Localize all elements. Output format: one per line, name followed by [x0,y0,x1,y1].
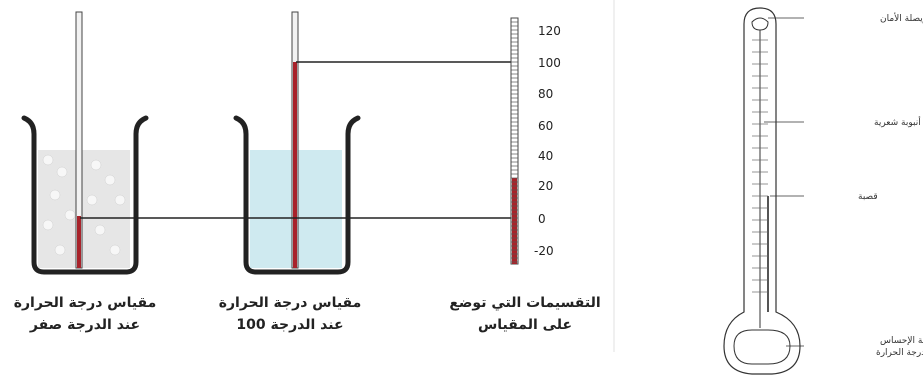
caption-hundred-degree: مقياس درجة الحرارة عند الدرجة 100 [215,292,365,336]
mercury-column [77,216,81,268]
labeled-thermometer: بويصلة الأمان أنبوبة شعرية قصبة بويصلة ا… [723,7,923,375]
beaker-outline [21,115,149,275]
thermometer-hundred [291,11,299,269]
scale-labels: 120 100 80 60 40 20 0 -20 [534,24,561,258]
right-scale-ticks [752,39,768,293]
caption-hundred-line1: مقياس درجة الحرارة [218,295,362,311]
label-sensing-bulb-line2: بدرجة الحرارة [876,348,923,358]
caption-scale-line1: التقسيمات التي توضع [449,295,601,311]
thermometer-zero [75,11,83,269]
sensing-bulb-shape [733,329,791,365]
label-safety-bulb: بويصلة الأمان [880,12,923,24]
scale-ticks [511,21,518,263]
ice-texture [42,154,126,256]
mercury-column [293,62,297,268]
tick-label-20: 20 [538,179,553,193]
tick-label-40: 40 [538,149,553,163]
caption-zero-degree: مقياس درجة الحرارة عند الدرجة صفر [10,292,160,336]
beaker-ice-water [21,115,149,275]
tick-label-100: 100 [538,56,561,70]
beaker-outline [233,115,361,275]
safety-bulb-shape [751,17,769,31]
tick-label-0: 0 [538,212,546,226]
graduated-scale: 120 100 80 60 40 20 0 -20 [510,17,561,265]
caption-scale: التقسيمات التي توضع على المقياس [440,292,610,336]
label-sensing-bulb-line1: بويصلة الإحساس [880,336,923,346]
tick-label-minus-20: -20 [534,244,554,258]
caption-zero-line2: عند الدرجة صفر [29,317,141,333]
label-stem: قصبة [858,192,878,202]
tick-label-120: 120 [538,24,561,38]
caption-scale-line2: على المقياس [477,317,573,333]
thermometer-body [723,7,801,375]
tick-label-60: 60 [538,119,553,133]
scale-mercury [512,178,517,264]
tick-label-80: 80 [538,87,553,101]
caption-zero-line1: مقياس درجة الحرارة [13,295,157,311]
label-capillary: أنبوبة شعرية [874,116,921,128]
caption-hundred-line2: عند الدرجة 100 [236,317,344,333]
